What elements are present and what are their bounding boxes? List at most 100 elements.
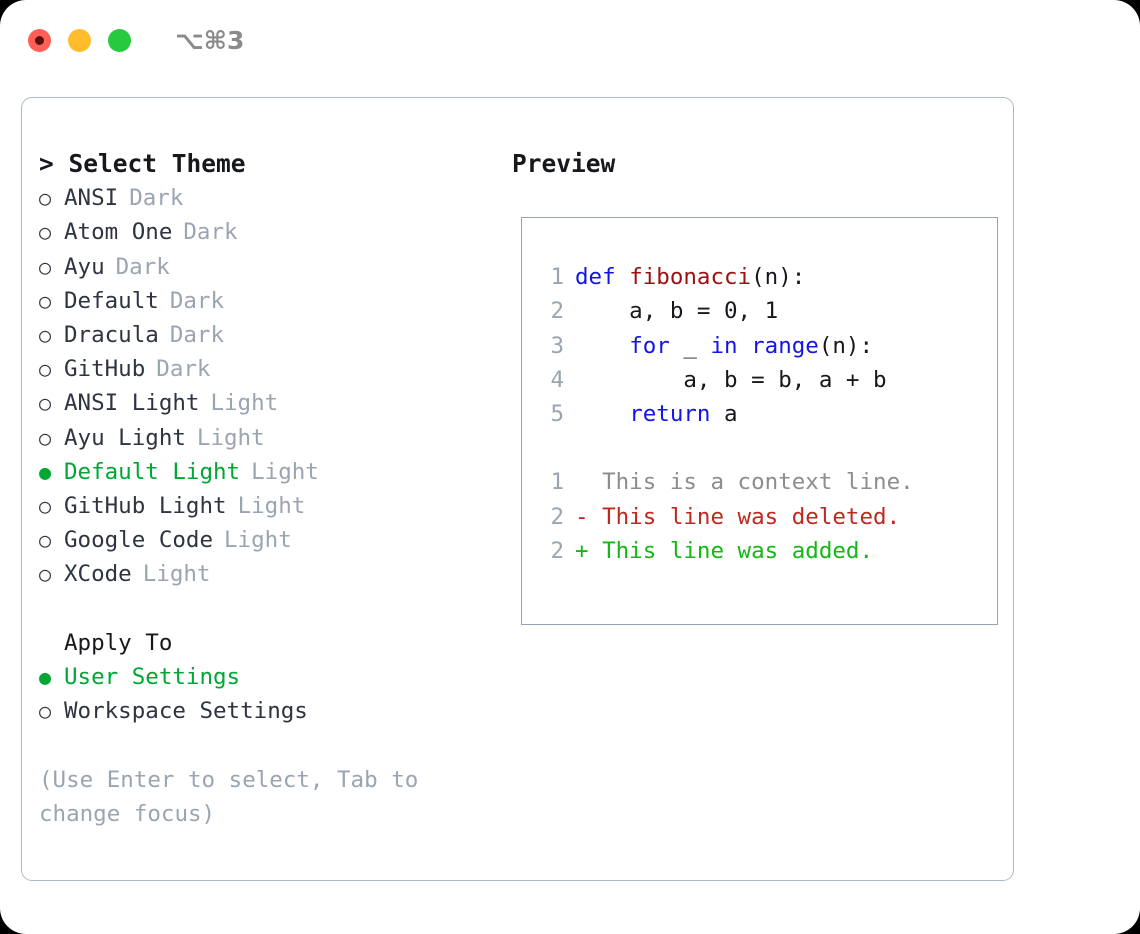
- line-number: 1: [550, 264, 564, 291]
- code-token: in: [710, 332, 738, 359]
- code-line: 4 a, b = b, a + b: [522, 363, 997, 397]
- title-bar: ⌥⌘3: [0, 0, 1140, 80]
- code-token: [738, 333, 752, 359]
- minimize-button[interactable]: [68, 28, 91, 52]
- keyboard-hint-text: (Use Enter to select, Tab to change focu…: [39, 766, 419, 827]
- maximize-button[interactable]: [108, 28, 131, 52]
- radio-unselected-icon: ○: [39, 323, 52, 348]
- theme-option-github-light[interactable]: ○ GitHub Light Light: [39, 489, 502, 523]
- radio-unselected-icon: ○: [39, 357, 52, 382]
- code-text: a, b = 0, 1: [575, 294, 778, 328]
- code-text: for _ in range(n):: [575, 329, 873, 363]
- radio-selected-icon: ●: [39, 665, 52, 690]
- theme-option-label: GitHub: [64, 356, 146, 383]
- code-line: 1 def fibonacci(n):: [522, 260, 997, 294]
- close-button[interactable]: [28, 28, 51, 52]
- keyboard-shortcut-label: ⌥⌘3: [175, 25, 245, 55]
- code-token: [575, 401, 629, 427]
- theme-option-label: Dracula: [64, 322, 159, 349]
- apply-to-option-workspace-settings[interactable]: ○ Workspace Settings: [39, 694, 502, 728]
- code-line: 2 a, b = 0, 1: [522, 294, 997, 328]
- code-diff-separator: [522, 431, 997, 465]
- code-line: 5 return a: [522, 397, 997, 431]
- code-text: return a: [575, 397, 738, 431]
- diff-line: 2- This line was deleted.: [522, 500, 997, 534]
- theme-option-ansi-light[interactable]: ○ ANSI Light Light: [39, 386, 502, 420]
- line-number: 2: [550, 503, 564, 530]
- code-token: a, b = b, a + b: [575, 366, 887, 393]
- apply-to-heading: Apply To: [64, 629, 173, 656]
- diff-text: This is a context line.: [602, 469, 914, 496]
- line-number: 3: [550, 332, 564, 359]
- theme-option-tag: Dark: [156, 356, 211, 383]
- radio-unselected-icon: ○: [39, 494, 52, 519]
- theme-option-tag: Dark: [129, 185, 184, 212]
- preview-heading: Preview: [512, 149, 616, 178]
- code-token: a: [710, 401, 738, 428]
- radio-unselected-icon: ○: [39, 699, 52, 724]
- theme-option-tag: Light: [224, 527, 292, 554]
- code-token: a, b = 0, 1: [575, 298, 779, 325]
- apply-to-option-user-settings[interactable]: ● User Settings: [39, 660, 502, 694]
- diff-marker: +: [575, 537, 603, 564]
- code-text: def fibonacci(n):: [575, 260, 805, 294]
- theme-option-label: Ayu Light: [64, 424, 186, 451]
- theme-option-label: Ayu: [64, 253, 105, 280]
- diff-marker: -: [575, 503, 603, 530]
- line-number: 5: [550, 401, 564, 428]
- radio-unselected-icon: ○: [39, 254, 52, 279]
- radio-unselected-icon: ○: [39, 425, 52, 450]
- line-number: 2: [550, 298, 564, 325]
- diff-text: This line was added.: [602, 537, 874, 564]
- window-controls: [28, 28, 131, 52]
- theme-option-tag: Dark: [169, 322, 225, 349]
- theme-option-dracula[interactable]: ○ Dracula Dark: [39, 318, 502, 352]
- radio-unselected-icon: ○: [39, 528, 52, 553]
- theme-option-ayu-light[interactable]: ○ Ayu Light Light: [39, 421, 502, 455]
- code-token: return: [629, 401, 711, 428]
- theme-option-github[interactable]: ○ GitHub Dark: [39, 352, 502, 386]
- code-token: (n):: [751, 264, 806, 291]
- radio-unselected-icon: ○: [39, 391, 52, 416]
- line-number: 4: [550, 366, 564, 393]
- diff-sample: 1 This is a context line.2- This line wa…: [522, 465, 997, 568]
- radio-unselected-icon: ○: [39, 220, 52, 245]
- theme-option-tag: Light: [210, 390, 279, 417]
- apply-to-option-label: User Settings: [64, 664, 241, 691]
- theme-option-tag: Light: [196, 424, 265, 451]
- apply-to-option-label: Workspace Settings: [64, 698, 308, 725]
- theme-option-tag: Dark: [169, 287, 225, 314]
- list-spacer: [39, 592, 502, 626]
- radio-selected-icon: ●: [39, 459, 52, 484]
- code-token: (n):: [818, 332, 874, 359]
- theme-option-tag: Light: [142, 561, 211, 588]
- code-token: def: [575, 264, 630, 291]
- code-token: for: [629, 332, 670, 359]
- theme-option-label: ANSI: [64, 185, 119, 212]
- code-token: range: [751, 332, 819, 359]
- code-token: fibonacci: [629, 264, 752, 291]
- theme-option-label: ANSI Light: [64, 390, 200, 417]
- radio-unselected-icon: ○: [39, 186, 52, 211]
- code-token: [575, 333, 629, 359]
- theme-option-label: GitHub Light: [64, 493, 227, 520]
- diff-line: 2+ This line was added.: [522, 534, 997, 568]
- hint-spacer: [39, 728, 502, 762]
- theme-option-tag: Dark: [183, 219, 238, 246]
- theme-option-tag: Light: [251, 458, 319, 485]
- theme-option-ansi[interactable]: ○ ANSI Dark: [39, 181, 502, 215]
- code-text: a, b = b, a + b: [575, 363, 887, 397]
- code-line: 3 for _ in range(n):: [522, 329, 997, 363]
- theme-option-tag: Light: [237, 493, 306, 520]
